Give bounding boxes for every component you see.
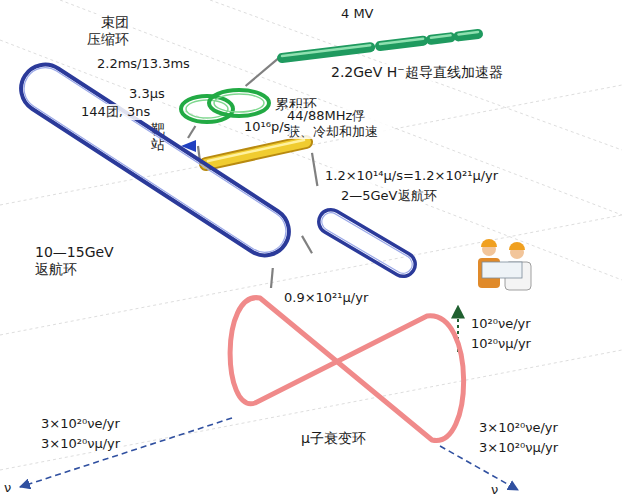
return-ring-outline bbox=[314, 205, 419, 280]
annotation-label: 4 MV bbox=[340, 6, 375, 22]
component-label: 2—5GeV返航环 bbox=[340, 188, 438, 204]
linac-highlight bbox=[380, 39, 423, 44]
component-label: 2.2GeV H⁻超导直线加速器 bbox=[330, 64, 504, 81]
annotation-label: 2.2ms/13.3ms bbox=[96, 56, 191, 72]
annotation-label: 10²⁰νμ/yr bbox=[470, 336, 532, 352]
linac-highlight bbox=[282, 45, 370, 56]
return-ring-small: 2—5GeV返航环 bbox=[312, 186, 420, 282]
muon-decay-ring: μ子衰变环 bbox=[222, 288, 467, 448]
accumulator-ring: 累积环 bbox=[206, 86, 272, 120]
capture-body bbox=[206, 142, 306, 164]
annotation-label: 1.2×10¹⁴μ/s=1.2×10²¹μ/yr bbox=[324, 168, 499, 184]
beam-line bbox=[302, 236, 312, 253]
perspective-grid bbox=[0, 0, 622, 470]
return-ring-inner bbox=[318, 209, 415, 276]
capture-cooling: 44/88MHz俘获、冷却和加速 bbox=[200, 132, 312, 170]
capture-body-edge bbox=[206, 142, 306, 164]
decay-ring-outline bbox=[230, 298, 464, 441]
compressor-ring-shape bbox=[178, 92, 236, 126]
annotation-label: 3×10²⁰νμ/yr bbox=[478, 440, 559, 456]
beam-line bbox=[246, 59, 278, 86]
linac-highlight bbox=[458, 32, 478, 34]
annotation-label: 3×10²⁰νμ/yr bbox=[40, 436, 121, 452]
beam-line bbox=[312, 153, 317, 186]
capture-highlight bbox=[208, 140, 304, 161]
ring-outline bbox=[181, 96, 233, 122]
muon-decay-ring-shape bbox=[222, 288, 467, 448]
return-ring-inner bbox=[16, 60, 294, 261]
annotation-label: 3×10²⁰νe/yr bbox=[478, 420, 559, 436]
annotation-label: 10¹⁶p/s bbox=[243, 119, 291, 135]
annotation-label: 0.9×10²¹μ/yr bbox=[283, 290, 369, 306]
annotation-label: 10²⁰νe/yr bbox=[470, 316, 532, 332]
component-label: 束团压缩环 bbox=[86, 14, 130, 48]
beam-line bbox=[271, 268, 273, 288]
annotation-label: 3×10²⁰νe/yr bbox=[40, 416, 121, 432]
annotation-label: 3.3μs bbox=[128, 86, 166, 102]
return-ring-outline bbox=[12, 55, 298, 264]
component-label: 44/88MHz俘获、冷却和加速 bbox=[286, 108, 392, 139]
linac: 2.2GeV H⁻超导直线加速器 bbox=[278, 28, 483, 64]
annotation-label: ν bbox=[3, 480, 12, 496]
annotation-label: 144团, 3ns bbox=[80, 104, 151, 120]
linac-segment bbox=[282, 47, 370, 58]
component-label: 10—15GeV返航环 bbox=[34, 244, 116, 278]
beam-line bbox=[188, 126, 195, 138]
compressor-ring: 束团压缩环 bbox=[178, 92, 236, 126]
ring-outline bbox=[209, 90, 269, 116]
linac-highlight bbox=[431, 35, 451, 37]
workers-illustration bbox=[478, 239, 531, 290]
linac-shape bbox=[278, 28, 483, 64]
ring-inner bbox=[214, 94, 264, 112]
accumulator-ring-shape bbox=[206, 86, 272, 120]
annotation-label: ν bbox=[490, 482, 499, 498]
component-label: μ子衰变环 bbox=[300, 430, 367, 447]
